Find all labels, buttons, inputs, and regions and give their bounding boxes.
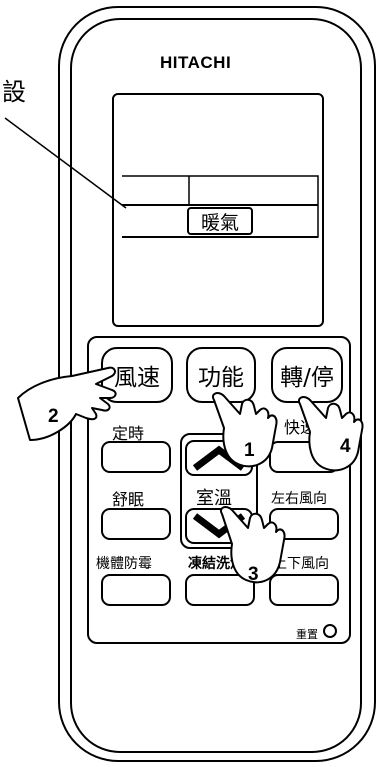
swing-lr-label: 左右風向 (271, 491, 327, 507)
function-button[interactable]: 功能 (186, 347, 256, 403)
on-off-button[interactable]: 轉/停 (271, 347, 343, 403)
brand-logo: HITACHI (160, 53, 232, 72)
sleep-label: 舒眠 (112, 490, 145, 509)
timer-button[interactable] (101, 441, 171, 473)
lcd-mode-label: 暖氣 (200, 211, 239, 234)
hand-icon (220, 506, 286, 584)
step-4-number: 4 (340, 436, 351, 457)
function-label: 功能 (198, 365, 244, 391)
mold-proof-label: 機體防霉 (96, 556, 152, 572)
on-off-label: 轉/停 (280, 365, 334, 391)
hand-icon (298, 396, 364, 472)
mold-proof-button[interactable] (101, 574, 171, 606)
lcd-mode-box: 暖氣 (187, 207, 253, 235)
reset-label: 重置 (296, 628, 318, 641)
step-1-number: 1 (244, 440, 255, 461)
lcd-display (112, 93, 324, 327)
temp-control-frame (180, 433, 258, 549)
swing-lr-button[interactable] (269, 508, 339, 540)
fan-speed-label: 風速 (114, 365, 160, 391)
callout-text: 設 (2, 78, 26, 106)
lower-button-panel (87, 336, 351, 644)
hand-icon (212, 392, 278, 468)
room-temp-label: 室溫 (196, 488, 232, 509)
hand-icon (17, 366, 117, 441)
freeze-clean-label: 凍結洗淨 (188, 556, 244, 572)
step-2-number: 2 (48, 406, 59, 427)
timer-label: 定時 (112, 424, 145, 443)
reset-button[interactable] (323, 624, 337, 638)
swing-ud-label: 上下風向 (273, 556, 329, 572)
step-3-number: 3 (248, 564, 259, 585)
swing-ud-button[interactable] (269, 574, 339, 606)
sleep-button[interactable] (101, 508, 171, 540)
